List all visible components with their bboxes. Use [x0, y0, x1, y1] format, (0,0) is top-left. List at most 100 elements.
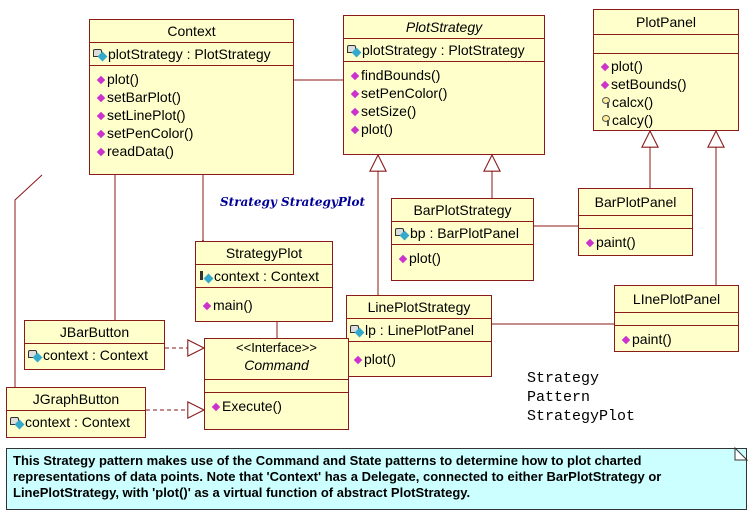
operation-icon [621, 335, 631, 345]
operation: setLinePlot() [107, 107, 186, 123]
class-plot-panel[interactable]: PlotPanel plot() setBounds() calcx() cal… [593, 9, 739, 131]
operation: plot() [611, 58, 643, 74]
class-attributes: plotStrategy : PlotStrategy [90, 43, 293, 66]
operation-icon [202, 301, 212, 311]
class-name: LInePlotPanel [615, 286, 738, 313]
operation: findBounds() [361, 67, 441, 83]
class-attributes [615, 313, 738, 326]
class-name: PlotStrategy [344, 16, 544, 39]
attribute: context : Context [214, 268, 320, 284]
operation: plot() [361, 121, 393, 137]
operation: calcx() [612, 94, 654, 110]
class-attributes [579, 216, 692, 229]
class-context[interactable]: Context plotStrategy : PlotStrategy plot… [89, 19, 294, 175]
class-operations: paint() [615, 326, 738, 350]
class-header: <<Interface>> Command [205, 339, 348, 380]
class-name: Context [90, 20, 293, 43]
protected-attribute-icon [10, 417, 25, 430]
context-jgraphbutton-aggregation [15, 174, 43, 387]
attribute: context : Context [25, 414, 131, 430]
attribute: context : Context [43, 347, 149, 363]
protected-attribute-icon [350, 325, 365, 338]
operation: plot() [409, 250, 441, 266]
class-attributes [594, 35, 738, 54]
class-name: BarPlotPanel [579, 189, 692, 216]
operation: setSize() [361, 103, 417, 119]
class-name: BarPlotStrategy [392, 199, 533, 222]
class-strategy-plot[interactable]: StrategyPlot context : Context main() [195, 241, 333, 322]
operation-icon [96, 147, 106, 157]
class-attributes: context : Context [196, 265, 332, 288]
attribute: lp : LinePlotPanel [365, 322, 474, 338]
operation-icon [600, 62, 610, 72]
operation: setPenColor() [107, 125, 194, 141]
protected-attribute-icon [28, 350, 43, 363]
operation: plot() [364, 351, 396, 367]
class-operations: paint() [579, 229, 692, 253]
class-jbar-button[interactable]: JBarButton context : Context [24, 320, 165, 370]
class-attributes: context : Context [7, 411, 145, 433]
operation-icon [96, 93, 106, 103]
class-plot-strategy[interactable]: PlotStrategy plotStrategy : PlotStrategy… [343, 15, 545, 155]
operation-icon [600, 80, 610, 90]
class-bar-plot-strategy[interactable]: BarPlotStrategy bp : BarPlotPanel plot() [391, 198, 534, 281]
protected-operation-icon [602, 115, 611, 126]
protected-attribute-icon [93, 49, 108, 62]
operation: calcy() [612, 112, 654, 128]
operation: Execute() [222, 398, 282, 414]
class-operations: plot() [392, 245, 533, 269]
class-name: PlotPanel [594, 10, 738, 35]
class-operations: findBounds() setPenColor() setSize() plo… [344, 62, 544, 140]
protected-attribute-icon [395, 228, 410, 241]
class-operations: main() [196, 288, 332, 316]
operation-icon [211, 402, 221, 412]
static-attribute-icon [199, 271, 214, 284]
operation-icon [398, 254, 408, 264]
protected-operation-icon [602, 97, 611, 108]
operation-icon [350, 89, 360, 99]
operation-icon [96, 129, 106, 139]
class-line-plot-panel[interactable]: LInePlotPanel paint() [614, 285, 739, 352]
operation: setPenColor() [361, 85, 448, 101]
operation: plot() [107, 71, 139, 87]
class-name: JGraphButton [7, 388, 145, 411]
operation-icon [96, 75, 106, 85]
operation-icon [585, 238, 595, 248]
attribute: plotStrategy : PlotStrategy [362, 42, 525, 58]
operation-icon [350, 71, 360, 81]
class-attributes: context : Context [25, 344, 164, 366]
class-operations: plot() [347, 342, 491, 370]
class-name: JBarButton [25, 321, 164, 344]
class-name: LinePlotStrategy [347, 296, 491, 319]
operation: paint() [596, 234, 636, 250]
operation-icon [353, 355, 363, 365]
attribute: bp : BarPlotPanel [410, 225, 519, 241]
class-operations: plot() setBarPlot() setLinePlot() setPen… [90, 66, 293, 162]
class-operations: Execute() [205, 393, 348, 417]
class-bar-plot-panel[interactable]: BarPlotPanel paint() [578, 188, 693, 256]
class-name: Command [244, 357, 309, 373]
operation-icon [350, 107, 360, 117]
class-name: StrategyPlot [196, 242, 332, 265]
class-attributes: plotStrategy : PlotStrategy [344, 39, 544, 62]
class-attributes: bp : BarPlotPanel [392, 222, 533, 245]
stereotype: <<Interface>> [236, 340, 317, 355]
operation: main() [213, 297, 253, 313]
class-operations: plot() setBounds() calcx() calcy() [594, 54, 738, 131]
attribute: plotStrategy : PlotStrategy [108, 46, 271, 62]
class-attributes: lp : LinePlotPanel [347, 319, 491, 342]
operation: setBounds() [611, 76, 687, 92]
protected-attribute-icon [347, 45, 362, 58]
class-line-plot-strategy[interactable]: LinePlotStrategy lp : LinePlotPanel plot… [346, 295, 492, 377]
operation: readData() [107, 143, 174, 159]
class-attributes [205, 380, 348, 393]
note-text: This Strategy pattern makes use of the C… [13, 453, 662, 500]
class-jgraph-button[interactable]: JGraphButton context : Context [6, 387, 146, 438]
note: This Strategy pattern makes use of the C… [6, 448, 747, 510]
association-label: Strategy StrategyPlot [220, 195, 366, 209]
operation-icon [96, 111, 106, 121]
diagram-title: Strategy Pattern StrategyPlot [527, 370, 636, 425]
operation: setBarPlot() [107, 89, 181, 105]
class-command-interface[interactable]: <<Interface>> Command Execute() [204, 338, 349, 430]
